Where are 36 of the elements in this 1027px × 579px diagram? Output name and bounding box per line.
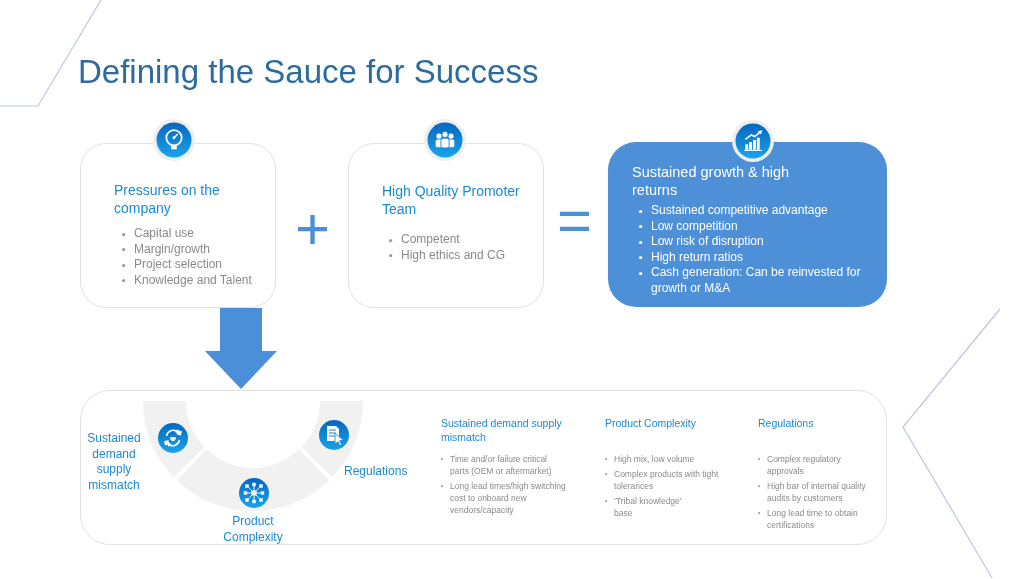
list-item: Low competition (651, 218, 738, 234)
list-item: Margin/growth (134, 241, 211, 257)
equals-sign: = (557, 191, 593, 251)
list-item: Knowledge and Talent (134, 272, 252, 288)
list-item: Low risk of disruption (651, 234, 764, 250)
label: Product Complexity (222, 514, 284, 545)
card (80, 143, 276, 308)
label: Sustained demand supply mismatch (86, 431, 142, 493)
list-item: Complex products with tight tolerances (614, 468, 720, 492)
list-item: Competent (401, 232, 460, 248)
heading: High Quality Promoter Team (382, 182, 521, 218)
column-heading: Regulations (758, 416, 814, 430)
heading: Pressures on the company (114, 181, 221, 217)
list-item: High mix, low volume (614, 453, 695, 465)
list-item: Time and/or failure critical parts (OEM or aftermarket) (450, 453, 553, 477)
list-item: Sustained competitive advantage (651, 203, 828, 219)
list-item: Capital use (134, 226, 195, 242)
column-heading: Sustained demand supply mismatch (441, 416, 563, 444)
list-item: High bar of internal quality audits by customers (767, 480, 867, 504)
card (348, 143, 544, 308)
list-item: Complex regulatory approvals (767, 453, 842, 477)
list-item: Long lead times/high switching cost to onboard new vendors/capacity (450, 480, 567, 516)
plus-sign: + (295, 199, 331, 259)
title: Defining the Sauce for Success (78, 52, 539, 91)
list-item: High return ratios (651, 249, 744, 265)
list-item: Long lead time to obtain certifications (767, 507, 859, 531)
highlight-card (608, 142, 887, 307)
label: Regulations (344, 464, 409, 480)
list-item: Project selection (134, 257, 223, 273)
list-item: High ethics and CG (401, 247, 506, 263)
column-heading: Product Complexity (605, 416, 697, 430)
panel (80, 390, 887, 545)
list-item: ‘Tribal knowledge’ base (614, 495, 683, 519)
heading: Sustained growth & high returns (632, 164, 791, 199)
arrow (205, 308, 277, 389)
list-item: Cash generation: Can be reinvested for growth or M&A (651, 265, 862, 296)
